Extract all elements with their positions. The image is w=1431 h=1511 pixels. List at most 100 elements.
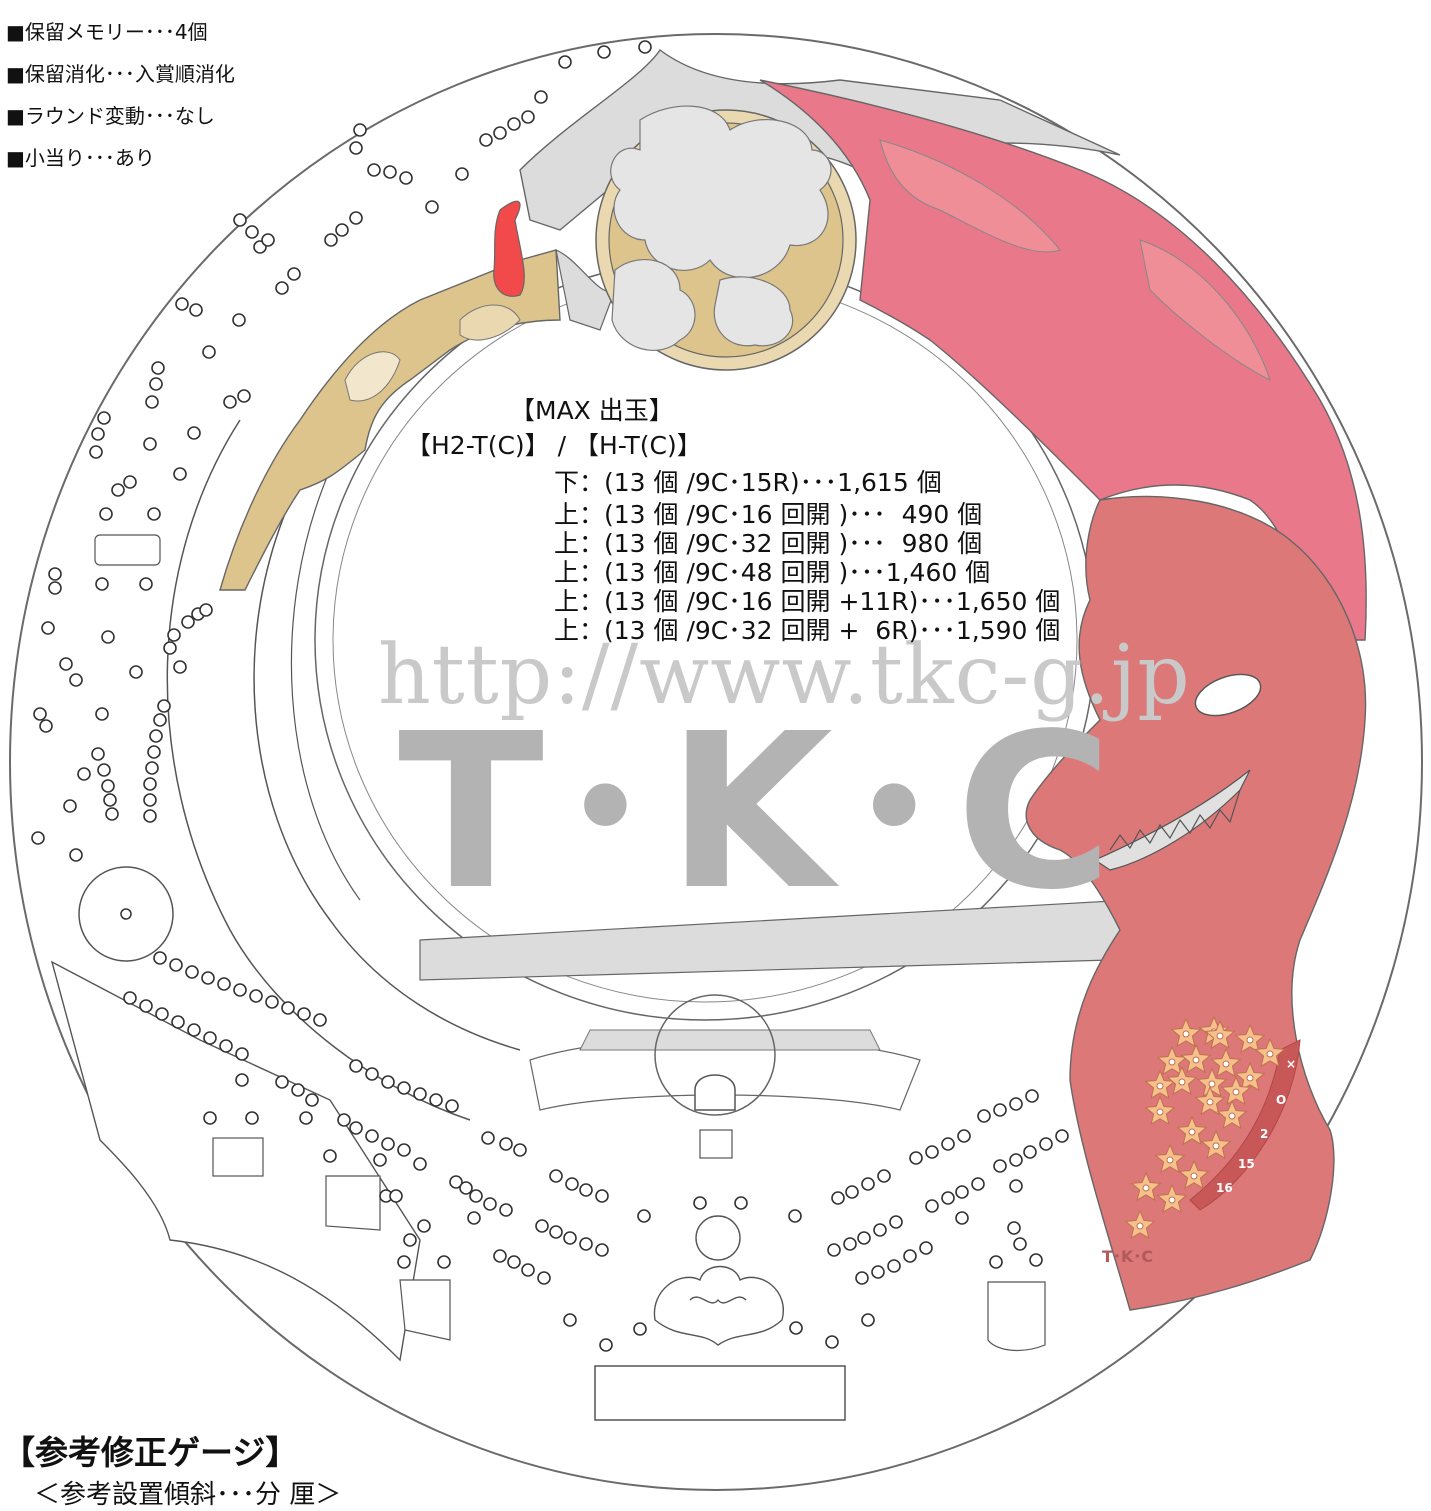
star-center: [1168, 1196, 1176, 1204]
nail: [507, 1255, 521, 1269]
max-row-4: 上：(13 個 /9C･48 回開 )･･･1,460 個: [554, 558, 991, 587]
nail: [827, 1243, 841, 1257]
start-chucker-frame: [654, 994, 776, 1116]
spec-round-change: ■ラウンド変動･･･なし: [6, 104, 215, 128]
nail: [173, 660, 187, 674]
nail: [413, 1157, 427, 1171]
nail: [203, 1031, 217, 1045]
nail: [233, 213, 247, 227]
left-pocket-1: [212, 1137, 264, 1177]
inner-rail-2: [290, 469, 361, 901]
nail: [941, 1191, 955, 1205]
nail: [397, 1081, 411, 1095]
out-hole: [594, 1365, 846, 1421]
tkc-small-logo: T･K･C: [1102, 1247, 1153, 1266]
nail: [223, 395, 237, 409]
nail: [249, 989, 263, 1003]
nail: [507, 117, 521, 131]
nail: [297, 1007, 311, 1021]
nail: [153, 951, 167, 965]
star-group: [1124, 1015, 1286, 1240]
nail: [202, 345, 216, 359]
nail: [171, 1015, 185, 1029]
nail: [941, 1137, 955, 1151]
nail: [871, 1265, 885, 1279]
nail: [143, 809, 157, 823]
nail: [143, 793, 157, 807]
nail: [971, 1177, 985, 1191]
reel-label-2: 2: [1260, 1127, 1268, 1141]
spec-hold-memory: ■保留メモリー･･･4個: [6, 20, 208, 44]
nail: [383, 165, 397, 179]
nail: [479, 133, 493, 147]
nail: [287, 267, 301, 281]
star-center: [1136, 1222, 1144, 1230]
nail: [1025, 1089, 1039, 1103]
nail: [1007, 1221, 1021, 1235]
reel-label-16: 16: [1216, 1181, 1233, 1195]
right-pocket: [987, 1281, 1046, 1351]
nail: [157, 699, 171, 713]
nail: [887, 1259, 901, 1273]
nail: [77, 767, 91, 781]
nail: [789, 1321, 803, 1335]
nail: [563, 1231, 577, 1245]
nail: [163, 641, 177, 655]
nail: [403, 1233, 417, 1247]
nail: [155, 1007, 169, 1021]
nail: [467, 1211, 481, 1225]
nail: [101, 630, 115, 644]
nail: [857, 1231, 871, 1245]
nail: [323, 1149, 337, 1163]
left-pocket-3: [399, 1279, 451, 1341]
nail: [324, 233, 338, 247]
max-row-1: 下：(13 個 /9C･15R)･･･1,615 個: [554, 468, 942, 497]
lower-stage-grey: [579, 1029, 881, 1051]
star-center: [1182, 1030, 1190, 1038]
nail: [349, 1059, 363, 1073]
nail: [349, 211, 363, 225]
nail: [365, 1067, 379, 1081]
reel-stripe: [1189, 1039, 1301, 1211]
nail: [429, 1093, 443, 1107]
nail: [861, 1313, 875, 1327]
footer-title: 【参考修正ゲージ】: [2, 1433, 299, 1472]
nail: [189, 303, 203, 317]
inner-rail: [253, 479, 521, 1051]
nail: [579, 1237, 593, 1251]
nail: [143, 777, 157, 791]
nail: [637, 1209, 651, 1223]
nail: [455, 167, 469, 181]
nail: [145, 395, 159, 409]
nail: [599, 1338, 613, 1352]
nail: [534, 90, 548, 104]
nail: [397, 1143, 411, 1157]
nail: [235, 1073, 249, 1087]
nail: [123, 991, 137, 1005]
left-gate: [94, 534, 161, 566]
star-center: [1188, 1128, 1196, 1136]
nail: [123, 475, 137, 489]
nail: [437, 1255, 451, 1269]
nail: [445, 1099, 459, 1113]
nail: [413, 1087, 427, 1101]
nail: [235, 1047, 249, 1061]
nail: [373, 1153, 387, 1167]
nail: [449, 1175, 463, 1189]
nail: [97, 411, 111, 425]
nail: [399, 171, 413, 185]
star-center: [1156, 1108, 1164, 1116]
nail: [48, 581, 62, 595]
nail: [105, 807, 119, 821]
spec-hold-consume: ■保留消化･･･入賞順消化: [6, 62, 235, 86]
nail: [281, 1001, 295, 1015]
star-center: [1206, 1098, 1214, 1106]
nail: [151, 361, 165, 375]
nail: [91, 747, 105, 761]
max-row-2: 上：(13 個 /9C･16 回開 )･･･ 490 個: [554, 500, 983, 529]
star-center: [1166, 1156, 1174, 1164]
nail: [993, 1159, 1007, 1173]
dragon-teeth: [1109, 789, 1241, 851]
nail: [1055, 1129, 1069, 1143]
